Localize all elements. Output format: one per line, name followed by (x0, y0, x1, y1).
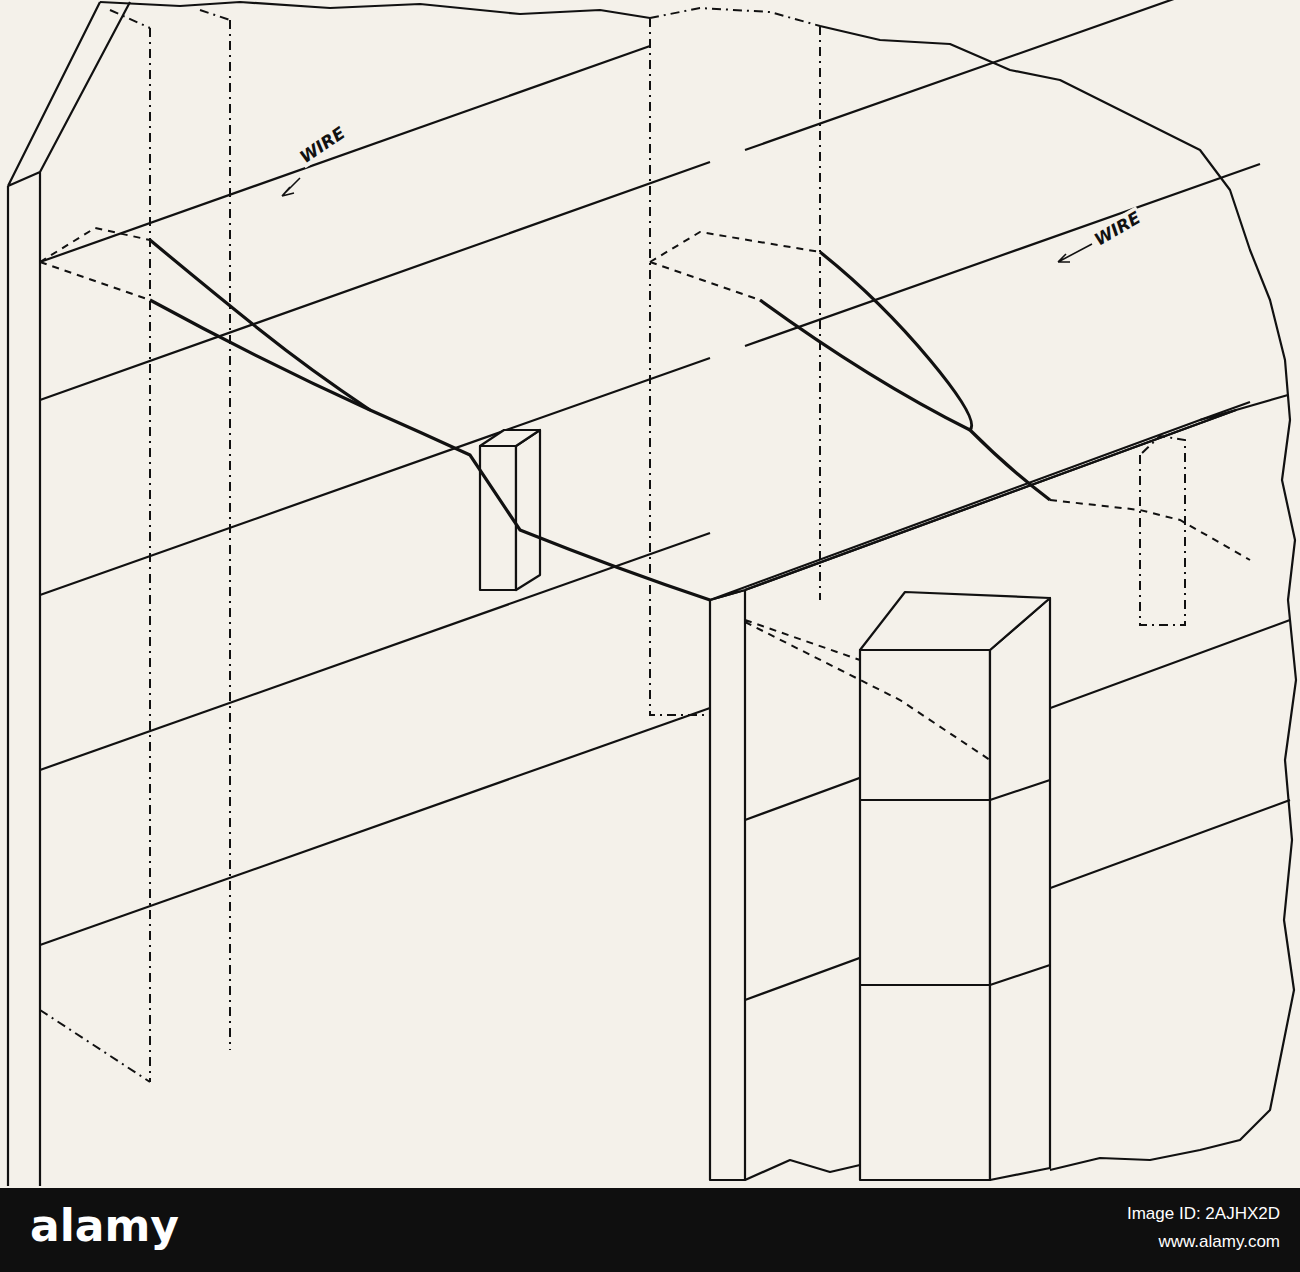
watermark-bar (0, 1188, 1300, 1272)
formwork-illustration (0, 0, 1300, 1188)
wire-label: WIRE (1089, 206, 1146, 250)
watermark-logo: alamy (30, 1200, 179, 1251)
image-id: Image ID: 2AJHX2D (1127, 1204, 1280, 1224)
outline (8, 0, 1296, 1186)
wire (150, 240, 1050, 600)
hidden-wire (40, 228, 1250, 760)
leader-line (282, 178, 1092, 262)
watermark-url: www.alamy.com (1158, 1232, 1280, 1252)
hidden-lines (40, 8, 1185, 1082)
